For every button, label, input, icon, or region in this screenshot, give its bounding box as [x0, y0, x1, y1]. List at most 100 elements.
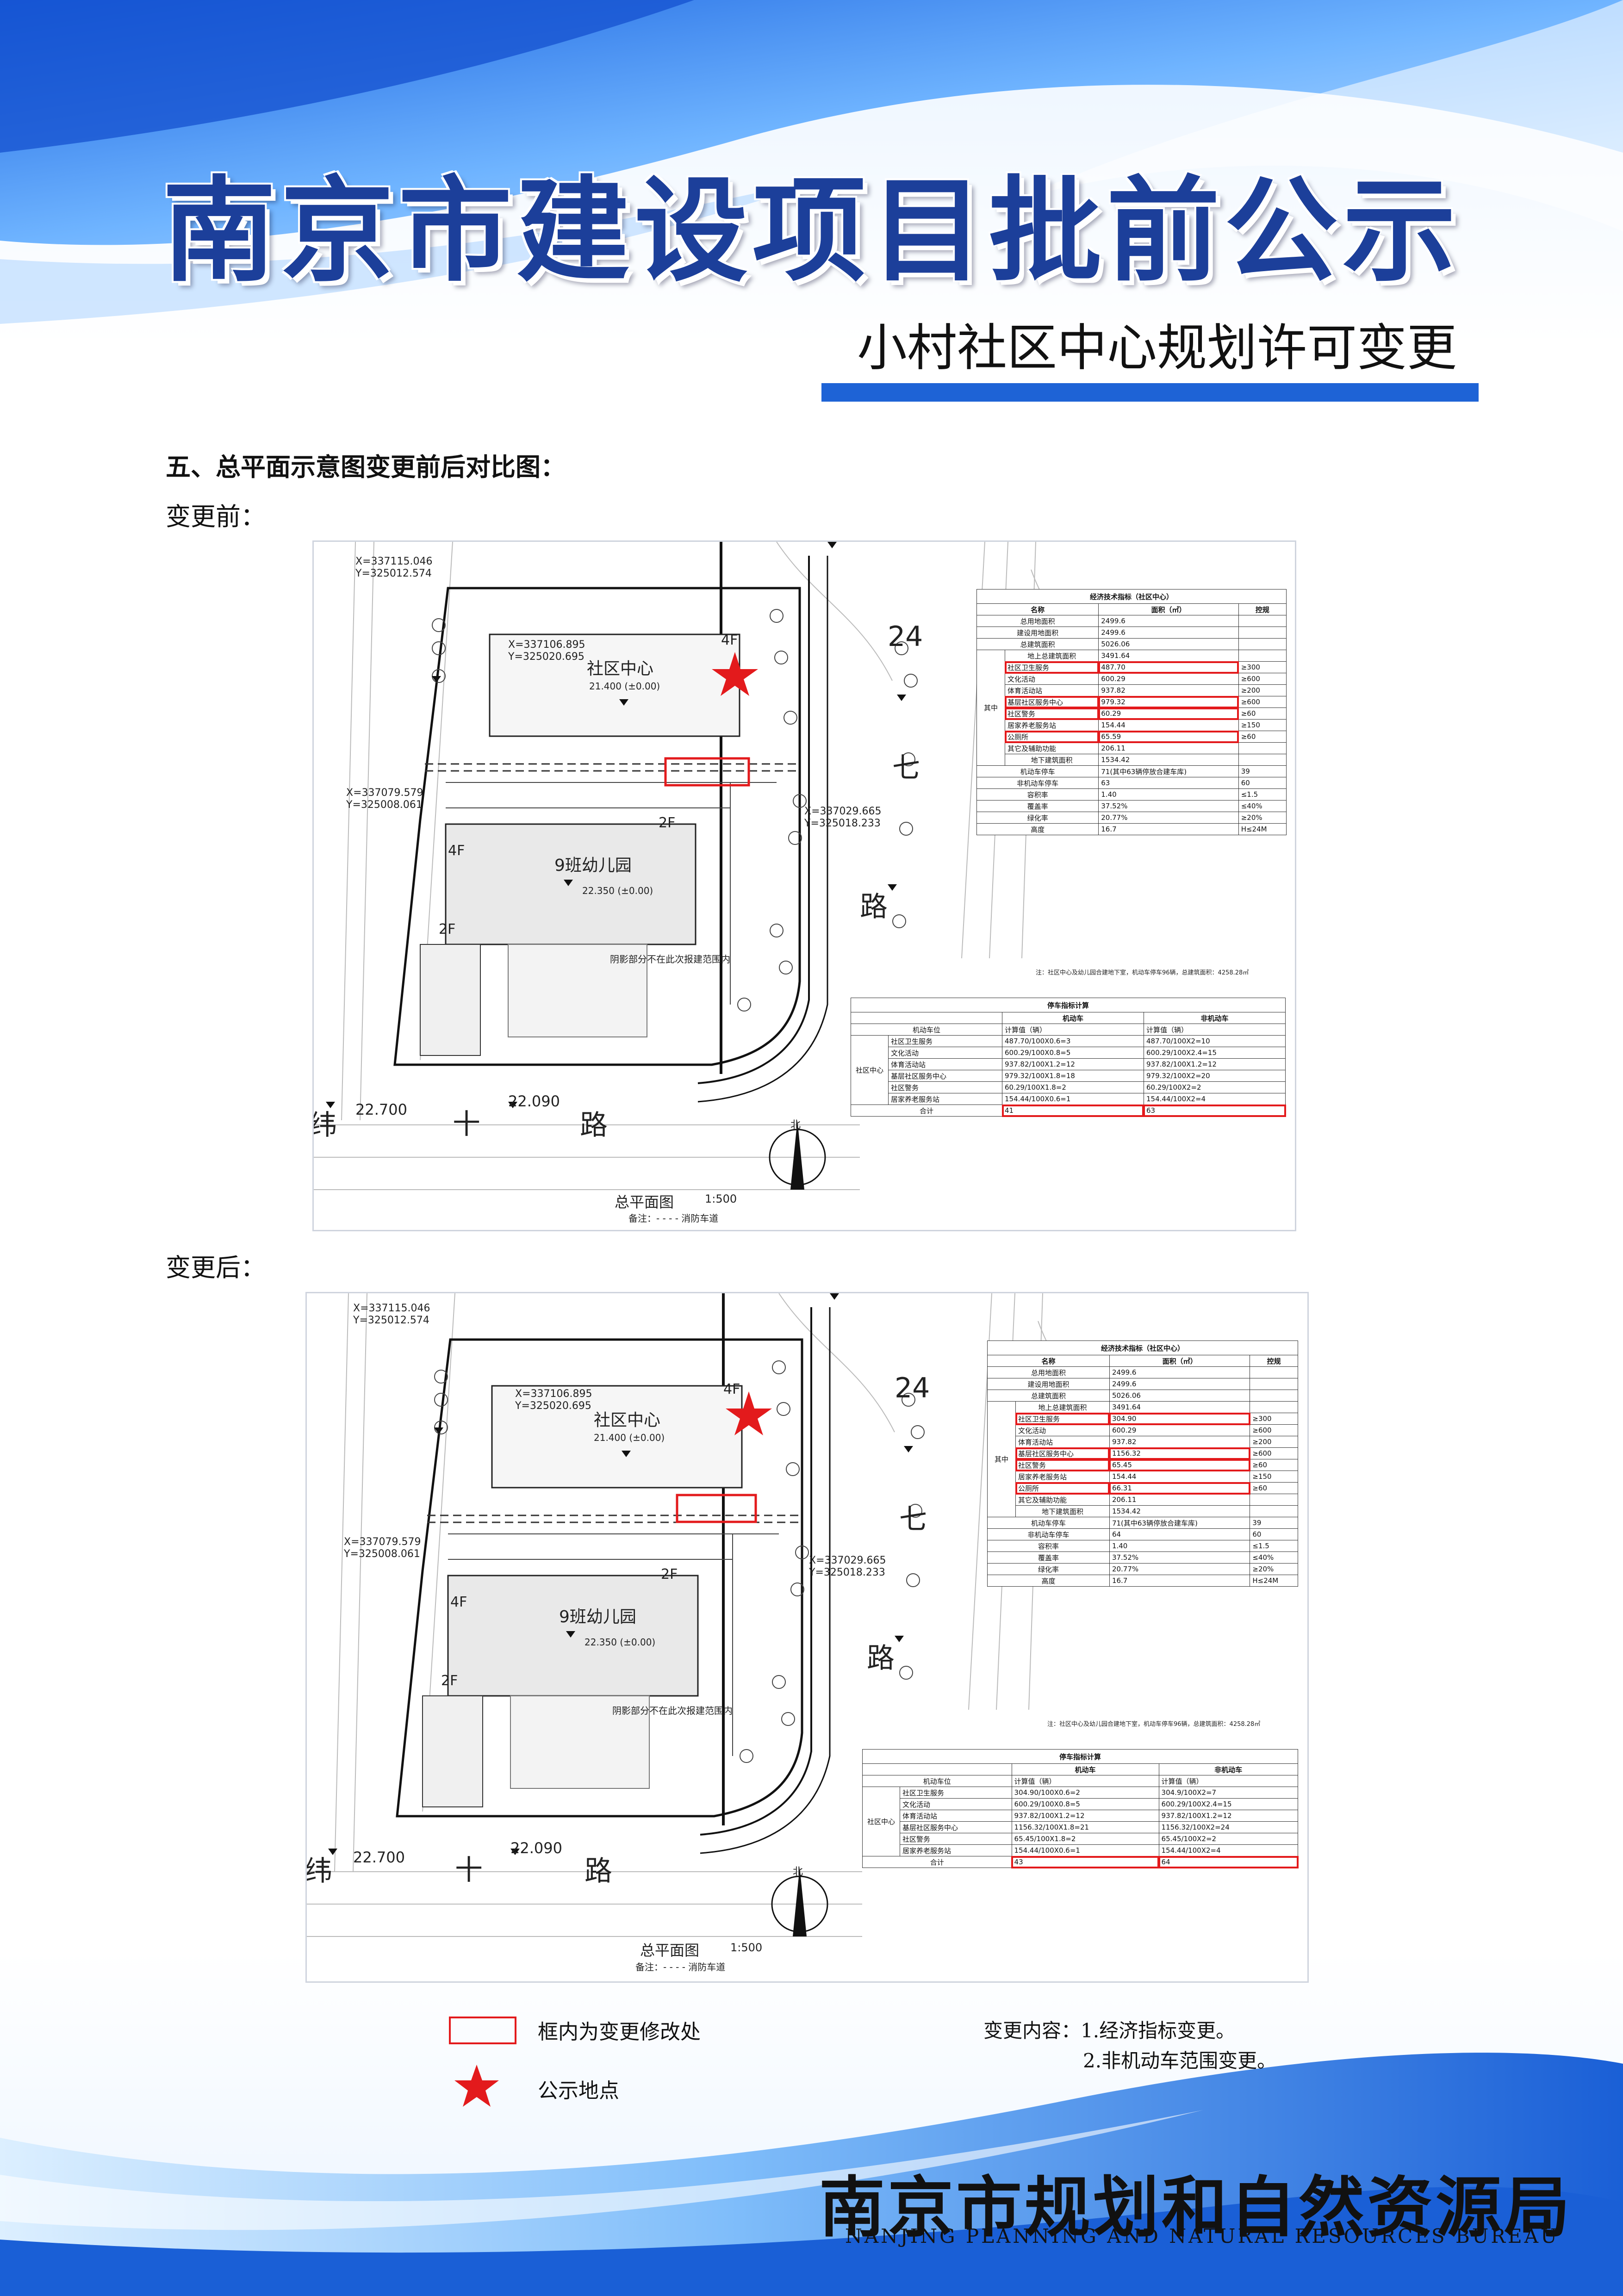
plan-note: 备注：- - - - 消防车道 — [628, 1213, 719, 1224]
table-cell: 非机动车停车 — [976, 777, 1099, 789]
table-cell: 社区警务 — [888, 1081, 1002, 1093]
table-cell: 206.11 — [1109, 1494, 1250, 1506]
table-cell: 2499.6 — [1098, 627, 1239, 639]
table-cell: 65.45/100X1.8=2 — [1011, 1833, 1159, 1845]
parking-table-after: 停车指标计算 机动车非机动车 机动车位计算值（辆）计算值（辆） 社区中心社区卫生… — [862, 1749, 1299, 1868]
table-group: 其中 — [987, 1401, 1016, 1517]
table-cell: ≤1.5 — [1238, 788, 1287, 800]
coordinate-label: Y=325018.233 — [804, 818, 881, 829]
table-footnote: 注：社区中心及幼儿园合建地下室，机动车停车96辆，总建筑面积：4258.28㎡ — [1036, 969, 1249, 976]
building-label: 9班幼儿园 — [554, 856, 632, 875]
plan-note: 备注：- - - - 消防车道 — [635, 1961, 726, 1973]
plan-scale: 1:500 — [705, 1192, 737, 1205]
table-cell: 66.31 — [1109, 1482, 1250, 1495]
legend-box-label: 框内为变更修改处 — [538, 2020, 701, 2044]
table-cell: ≥200 — [1250, 1436, 1298, 1448]
table-cell: ≤40% — [1250, 1551, 1298, 1564]
table-header: 面积（㎡） — [1098, 603, 1239, 615]
table-cell: 社区警务 — [900, 1833, 1012, 1845]
table-cell: 154.44 — [1109, 1471, 1250, 1483]
table-cell: 154.44 — [1098, 719, 1239, 731]
coordinate-label: X=337029.665 — [804, 806, 882, 817]
floor-label: 2F — [659, 815, 676, 831]
table-cell: 600.29 — [1098, 673, 1239, 685]
coordinate-label: X=337079.579 — [344, 1536, 421, 1548]
plan-scale: 1:500 — [730, 1941, 763, 1954]
road-label: 路 — [867, 1642, 895, 1675]
table-cell: 154.44/100X2=4 — [1158, 1844, 1299, 1856]
table-cell: 65.45/100X2=2 — [1158, 1833, 1299, 1845]
road-label: 路 — [860, 891, 888, 923]
table-cell: ≥20% — [1250, 1563, 1298, 1575]
bureau-name-english: NANJING PLANNING AND NATURAL RESOURCES B… — [845, 2225, 1560, 2247]
table-cell: 绿化率 — [987, 1563, 1110, 1575]
table-cell: 64 — [1158, 1855, 1299, 1868]
elevation-label: 22.700 — [355, 1101, 407, 1118]
table-cell: 体育活动站 — [1004, 684, 1099, 696]
floor-label: 4F — [448, 843, 465, 859]
coordinate-label: X=337115.046 — [355, 556, 433, 567]
star-icon — [454, 2065, 499, 2107]
table-cell: 600.29/100X0.8=5 — [1002, 1047, 1144, 1059]
elevation-label: 21.400 (±0.00) — [589, 681, 660, 692]
coordinate-label: Y=325012.574 — [353, 1315, 429, 1326]
table-cell: 60.29 — [1098, 707, 1239, 720]
table-cell: 建设用地面积 — [976, 627, 1099, 639]
table-cell: 公厕所 — [1004, 730, 1099, 743]
section-heading: 五、总平面示意图变更前后对比图： — [166, 453, 566, 482]
table-cell: 487.70/100X0.6=3 — [1002, 1035, 1144, 1047]
coordinate-label: Y=325008.061 — [346, 799, 423, 811]
site-plan-linework — [307, 1293, 1117, 1937]
table-cell: ≥600 — [1250, 1447, 1298, 1459]
table-cell: 地上总建筑面积 — [1004, 650, 1099, 662]
building-label: 社区中心 — [587, 659, 654, 678]
table-cell: 600.29/100X2.4=15 — [1143, 1047, 1286, 1059]
floor-label: 4F — [721, 632, 738, 648]
table-cell: 1156.32/100X2=24 — [1158, 1821, 1299, 1833]
table-cell: 覆盖率 — [976, 800, 1099, 812]
table-cell: 建设用地面积 — [987, 1378, 1110, 1390]
coordinate-label: Y=325012.574 — [355, 568, 432, 579]
road-label: 七 — [899, 1503, 927, 1536]
table-cell: 覆盖率 — [987, 1551, 1110, 1564]
table-cell: 937.82/100X1.2=12 — [1143, 1058, 1286, 1070]
change-content: 变更内容：1.经济指标变更。 — [983, 2019, 1236, 2042]
table-cell: 总建筑面积 — [976, 638, 1099, 650]
table-cell: ≥60 — [1250, 1459, 1298, 1471]
subtitle-underline — [821, 383, 1479, 402]
table-cell: 1156.32/100X1.8=21 — [1011, 1821, 1159, 1833]
table-cell: 304.9/100X2=7 — [1158, 1787, 1299, 1799]
table-cell: 39 — [1250, 1517, 1298, 1529]
notice-location-star — [712, 652, 758, 696]
change-item: 2.非机动车范围变更。 — [1083, 2049, 1277, 2072]
road-label: 十 — [455, 1854, 483, 1886]
table-group: 社区中心 — [851, 1035, 889, 1105]
site-plan-after: 22.700 22.090 纬 十 路 24 七 路 社区中心 9班幼儿园 4F… — [305, 1292, 1309, 1983]
table-cell: 487.70/100X2=10 — [1143, 1035, 1286, 1047]
table-cell: 71(其中63辆停放合建车库) — [1109, 1517, 1250, 1529]
table-cell: ≥600 — [1238, 673, 1287, 685]
elevation-label: 22.350 (±0.00) — [582, 885, 653, 896]
road-label: 纬 — [314, 1103, 337, 1143]
coordinate-label: Y=325008.061 — [344, 1548, 420, 1560]
table-cell: 20.77% — [1109, 1563, 1250, 1575]
table-cell: 社区卫生服务 — [888, 1035, 1002, 1047]
table-cell: 总用地面积 — [976, 615, 1099, 627]
table-header: 计算值（辆） — [1158, 1775, 1299, 1787]
shade-note: 阴影部分不在此次报建范围内 — [612, 1705, 733, 1716]
table-header: 计算值（辆） — [1011, 1775, 1159, 1787]
road-label: 七 — [892, 752, 920, 784]
table-cell: 304.90/100X0.6=2 — [1011, 1787, 1159, 1799]
table-cell: 43 — [1011, 1855, 1160, 1868]
table-cell: 其它及辅助功能 — [1015, 1494, 1110, 1506]
elevation-label: 21.400 (±0.00) — [594, 1432, 665, 1443]
floor-label: 2F — [441, 1673, 458, 1689]
table-cell: 60 — [1250, 1528, 1298, 1540]
table-cell: 居家养老服务站 — [1015, 1471, 1110, 1483]
table-cell: 2499.6 — [1098, 615, 1239, 627]
table-cell: 居家养老服务站 — [1004, 719, 1099, 731]
table-cell: 1534.42 — [1109, 1505, 1250, 1517]
table-cell: 5026.06 — [1098, 638, 1239, 650]
elevation-label: 22.700 — [353, 1849, 405, 1866]
table-cell: 高度 — [987, 1575, 1110, 1587]
